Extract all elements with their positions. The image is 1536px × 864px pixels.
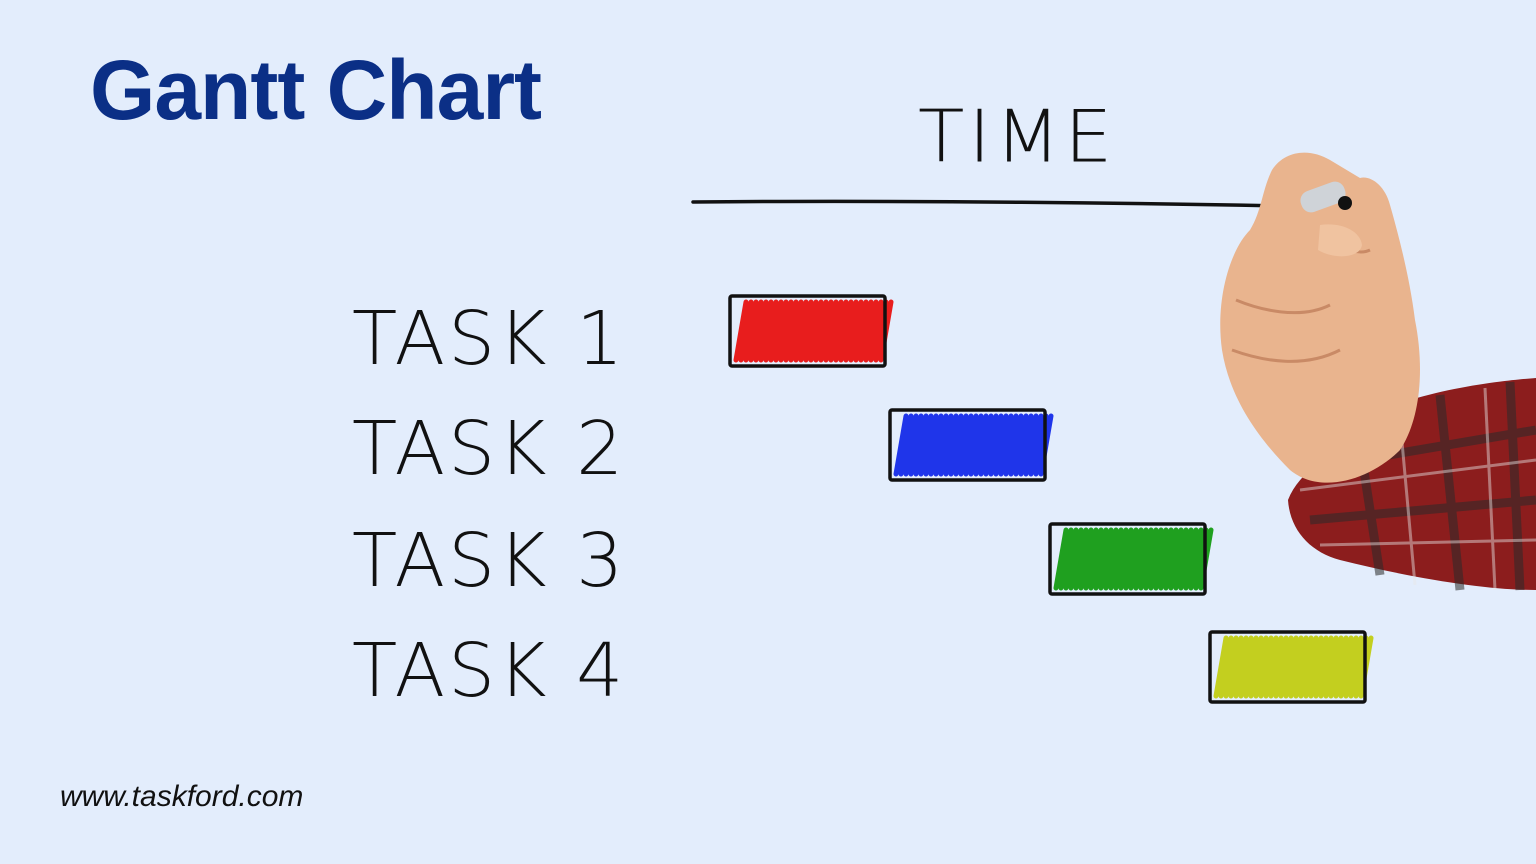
task-label-4: TASK 4 [352, 628, 627, 714]
hand-with-marker [1220, 152, 1536, 591]
plaid-sleeve [1288, 378, 1536, 590]
task-bar-2 [888, 408, 1054, 482]
time-axis-label: TIME [918, 94, 1117, 179]
task-label-1: TASK 1 [352, 296, 627, 382]
time-axis-arrow [691, 188, 1346, 227]
task-label-2: TASK 2 [352, 406, 627, 492]
page-title: Gantt Chart [90, 43, 542, 137]
task-bar-3 [1048, 522, 1214, 596]
task-bar-4 [1208, 630, 1374, 704]
task-bar-1 [728, 294, 894, 368]
website-url: www.taskford.com [60, 780, 304, 813]
task-label-3: TASK 3 [352, 518, 627, 604]
hand-skin [1220, 152, 1420, 483]
task-bars [728, 294, 1374, 704]
